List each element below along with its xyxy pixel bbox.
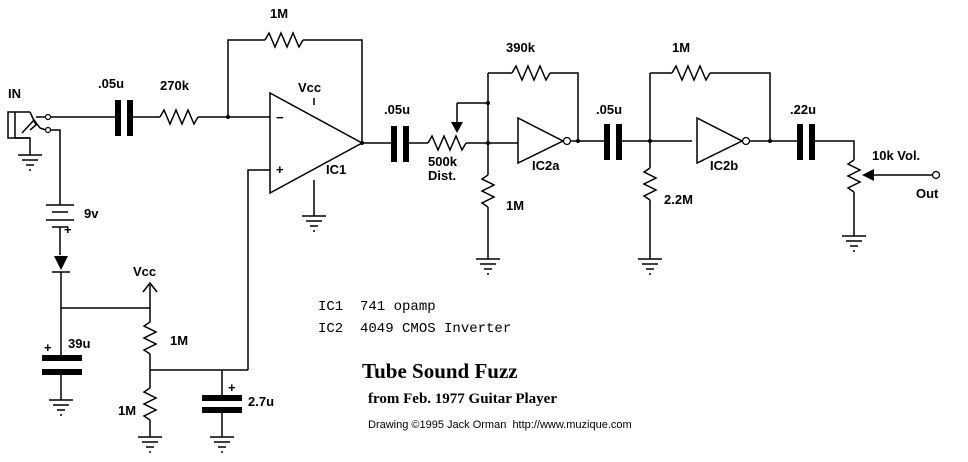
wire-vcc-rail [61, 285, 151, 309]
junction-dot [768, 139, 772, 143]
c-3-label: .05u [596, 102, 622, 117]
resistor-div-bottom [142, 387, 158, 421]
opamp-minus-sign: − [276, 110, 284, 125]
jack-ground-wire [15, 137, 31, 155]
drawing-credit: Drawing ©1995 Jack Orman http://www.muzi… [368, 419, 632, 431]
inverter-ic2a [517, 116, 565, 165]
schematic-title: Tube Sound Fuzz [362, 359, 518, 383]
ground-symbol-output [842, 235, 866, 252]
r-fb2-label: 390k [506, 40, 536, 55]
potentiometer-dist [427, 134, 467, 152]
ground-symbol-c39 [49, 399, 73, 416]
vcc-opamp-label: Vcc [298, 80, 321, 95]
wire-ring-battery [51, 129, 61, 205]
inverter-ic2b [696, 116, 744, 165]
vcc-bias-label: Vcc [133, 264, 156, 279]
r-div-bottom-label: 1M [118, 403, 136, 418]
junction-dot [486, 101, 490, 105]
ground-symbol-jack [18, 154, 42, 171]
c39u-label: 39u [68, 336, 90, 351]
ic2a-label: IC2a [532, 158, 560, 173]
pot-vol-label: 10k Vol. [872, 148, 920, 163]
capacitor-2 [391, 126, 409, 162]
wire-cout-pot [815, 140, 855, 160]
ground-symbol-opamp [302, 215, 326, 232]
output-label: Out [916, 186, 939, 201]
input-jack-symbol [7, 111, 52, 139]
resistor-div-top [142, 321, 158, 355]
potentiometer-volume [846, 159, 862, 193]
resistor-fb2 [511, 64, 551, 82]
r-div-top-label: 1M [170, 333, 188, 348]
inverter-bubble-ic2a [562, 136, 572, 146]
opamp-plus-sign: + [276, 162, 284, 177]
ground-symbol-div [138, 436, 162, 453]
ic1-note: IC1 741 opamp [318, 299, 436, 315]
battery-plus-sign: + [64, 222, 72, 237]
c27u-plus-sign: + [228, 380, 236, 395]
ic2b-label: IC2b [710, 158, 738, 173]
r-bias2-label: 1M [506, 198, 524, 213]
r-in-label: 270k [160, 78, 190, 93]
wire-fb3-right [710, 72, 771, 141]
schematic-subtitle: from Feb. 1977 Guitar Player [368, 391, 557, 407]
vcc-arrow-icon [142, 281, 158, 293]
wire-fb2-right [550, 72, 579, 143]
c39u-plus-sign: + [44, 340, 52, 355]
c-out-label: .22u [790, 102, 816, 117]
opamp-ic1 [269, 91, 364, 195]
capacitor-output [797, 124, 815, 160]
resistor-bias2 [480, 174, 496, 208]
pot-dist-name: Dist. [428, 168, 456, 183]
capacitor-3 [604, 124, 622, 160]
c27u-label: 2.7u [248, 394, 274, 409]
ground-symbol-ic2a [476, 258, 500, 275]
battery-label: 9v [84, 206, 99, 221]
capacitor-39u [42, 355, 82, 375]
r-fb3-label: 1M [672, 40, 690, 55]
diode-symbol [52, 256, 70, 273]
resistor-fb1 [264, 31, 304, 49]
inverter-bubble-ic2b [741, 136, 751, 146]
r-bias3-label: 2.2M [664, 192, 693, 207]
resistor-bias3 [642, 167, 658, 201]
resistor-270k [159, 108, 199, 126]
ic1-label: IC1 [326, 162, 346, 177]
junction-dot [576, 139, 580, 143]
wire-fb1-right [303, 39, 363, 143]
pot-dist-value: 500k [428, 154, 458, 169]
ground-symbol-c27 [210, 436, 234, 453]
wire-bias-plus [247, 169, 270, 370]
wire-fb1-left [227, 39, 265, 117]
capacitor-2-7u [202, 395, 242, 413]
ground-symbol-ic2b [638, 258, 662, 275]
volume-wiper-arrow-icon [862, 169, 874, 181]
c-in-label: .05u [98, 76, 124, 91]
capacitor-input [115, 100, 133, 136]
r-fb1-label: 1M [270, 6, 288, 21]
junction-dot [360, 141, 364, 145]
pot-wiper-arrow-icon [451, 122, 463, 133]
output-terminal [931, 170, 941, 180]
ic2-note: IC2 4049 CMOS Inverter [318, 321, 511, 337]
input-label: IN [8, 86, 21, 101]
resistor-fb3 [671, 64, 711, 82]
c-2-label: .05u [384, 102, 410, 117]
